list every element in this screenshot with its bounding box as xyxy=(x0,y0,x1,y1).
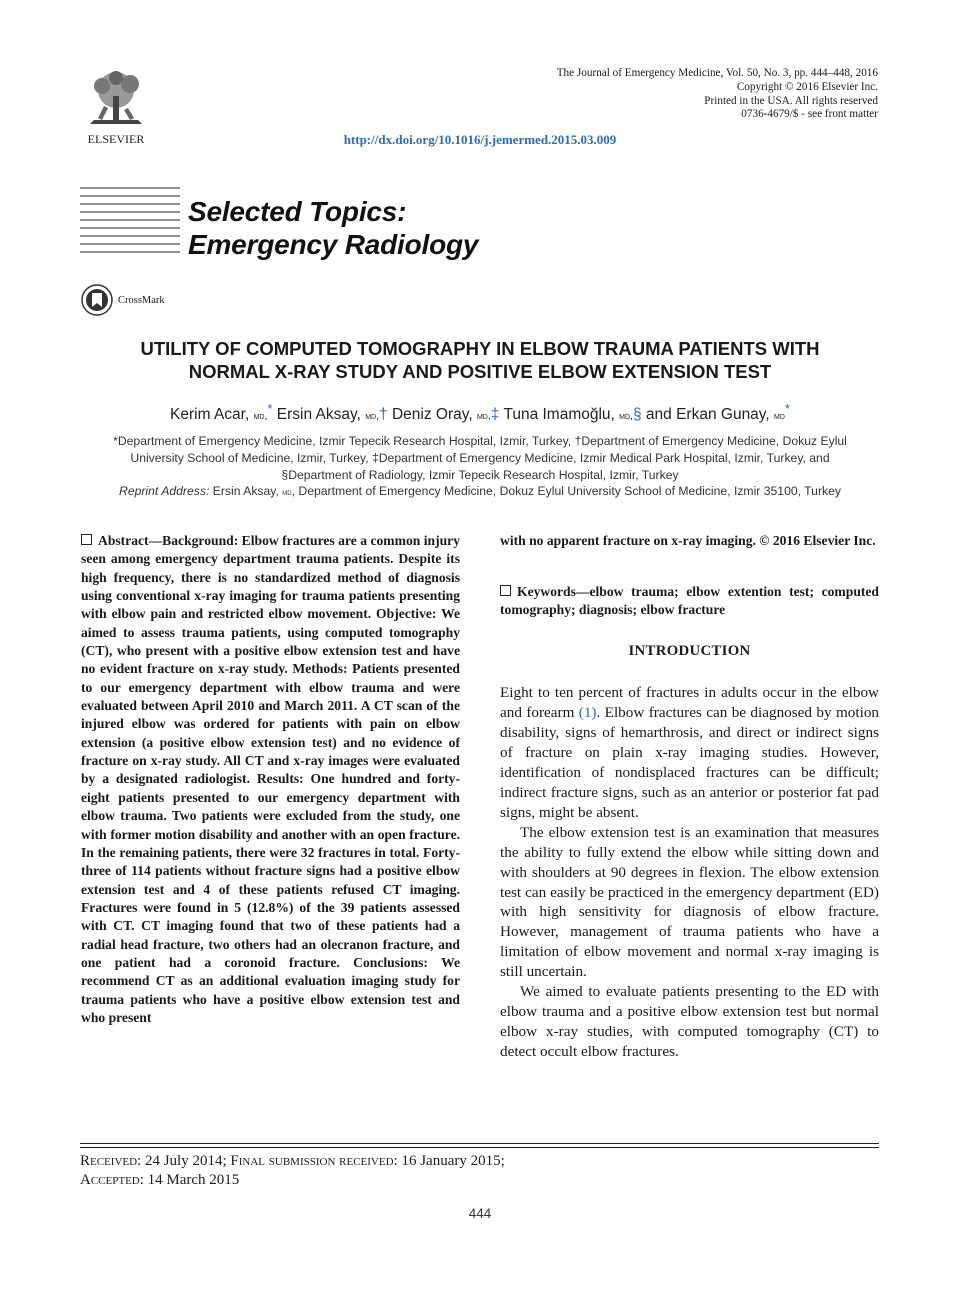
affiliation-line: University School of Medicine, Izmir, Tu… xyxy=(130,451,830,466)
accepted-label: Accepted: xyxy=(80,1172,144,1188)
intro-paragraph: Eight to ten percent of fractures in adu… xyxy=(500,684,880,821)
doi-link[interactable]: http://dx.doi.org/10.1016/j.jemermed.201… xyxy=(343,132,617,147)
introduction-body: Eight to ten percent of fractures in adu… xyxy=(500,683,879,1062)
footer-divider xyxy=(80,1143,879,1144)
abstract: Abstract—Background: Elbow fractures are… xyxy=(81,532,460,1027)
article-dates: Received: 24 July 2014; Final submission… xyxy=(80,1152,505,1190)
author-affiliation-mark[interactable]: * xyxy=(784,401,790,416)
reference-link[interactable]: (1) xyxy=(578,703,597,721)
svg-text:ELSEVIER: ELSEVIER xyxy=(88,132,145,146)
final-submission-date: 16 January 2015; xyxy=(401,1153,505,1169)
section-rule-lines xyxy=(80,187,180,253)
author-name: Ersin Aksay, xyxy=(276,406,361,424)
section-title: Selected Topics: Emergency Radiology xyxy=(188,195,478,261)
author-degree: md, xyxy=(253,410,268,423)
article-title-line1: UTILITY OF COMPUTED TOMOGRAPHY IN ELBOW … xyxy=(140,338,820,359)
copyright-line: Copyright © 2016 Elsevier Inc. xyxy=(736,80,878,93)
author-name: Tuna Imamoğlu, xyxy=(503,406,615,424)
abstract-text: Abstract—Background: Elbow fractures are… xyxy=(81,533,460,1025)
affiliation-line: §Department of Radiology, Izmir Tepecik … xyxy=(281,468,679,483)
received-date: 24 July 2014; xyxy=(144,1153,227,1169)
intro-paragraph: We aimed to evaluate patients presenting… xyxy=(500,983,879,1061)
author-affiliation-mark[interactable]: † xyxy=(379,406,388,424)
author-degree: md, xyxy=(619,410,633,423)
reprint-details: , Department of Emergency Medicine, Doku… xyxy=(291,484,841,498)
final-submission-label: Final submission received: xyxy=(230,1153,398,1169)
article-title-line2: NORMAL X-RAY STUDY AND POSITIVE ELBOW EX… xyxy=(188,361,772,382)
keywords: Keywords—elbow trauma; elbow extention t… xyxy=(500,583,879,620)
journal-info: The Journal of Emergency Medicine, Vol. … xyxy=(557,67,878,122)
author-list: Kerim Acar, md,* Ersin Aksay, md,† Deniz… xyxy=(40,401,920,424)
crossmark-badge[interactable]: CrossMark xyxy=(81,284,231,316)
affiliation-line: *Department of Emergency Medicine, Izmir… xyxy=(113,434,847,448)
crossmark-label: CrossMark xyxy=(118,294,165,306)
journal-citation: The Journal of Emergency Medicine, Vol. … xyxy=(556,67,878,79)
reprint-name: Ersin Aksay, xyxy=(212,484,279,498)
keywords-text: Keywords—elbow trauma; elbow extention t… xyxy=(500,584,879,618)
author-affiliation-mark[interactable]: ‡ xyxy=(490,406,500,424)
received-label: Received: xyxy=(80,1153,142,1169)
reprint-label: Reprint Address: xyxy=(119,484,210,498)
section-title-line1: Selected Topics: xyxy=(188,196,407,227)
introduction-heading: INTRODUCTION xyxy=(628,643,751,659)
intro-paragraph: The elbow extension test is an examinati… xyxy=(500,823,879,981)
affiliations: *Department of Emergency Medicine, Izmir… xyxy=(90,433,870,485)
article-title: UTILITY OF COMPUTED TOMOGRAPHY IN ELBOW … xyxy=(60,337,900,383)
reprint-degree: md xyxy=(282,487,292,497)
author-name: Deniz Oray, xyxy=(391,406,473,424)
author-degree: md xyxy=(774,410,785,423)
author-degree: md, xyxy=(476,410,491,423)
printed-line: Printed in the USA. All rights reserved xyxy=(704,94,878,107)
abstract-continuation: with no apparent fracture on x-ray imagi… xyxy=(500,533,876,548)
author-name: Kerim Acar, xyxy=(170,406,250,424)
author-name: and Erkan Gunay, xyxy=(645,406,770,424)
author-degree: md, xyxy=(365,410,380,423)
author-affiliation-mark[interactable]: § xyxy=(632,406,642,424)
page-number: 444 xyxy=(468,1206,492,1221)
author-affiliation-mark[interactable]: * xyxy=(267,401,273,416)
section-title-line2: Emergency Radiology xyxy=(188,229,479,260)
issn-line: 0736-4679/$ - see front matter xyxy=(741,108,878,121)
checkbox-square-icon xyxy=(500,585,511,596)
footer-divider xyxy=(80,1147,879,1148)
checkbox-square-icon xyxy=(81,534,92,545)
crossmark-icon xyxy=(81,284,113,316)
elsevier-logo: ELSEVIER xyxy=(88,71,145,146)
accepted-date: 14 March 2015 xyxy=(147,1172,240,1188)
reprint-address: Reprint Address: Ersin Aksay, md, Depart… xyxy=(40,484,920,498)
